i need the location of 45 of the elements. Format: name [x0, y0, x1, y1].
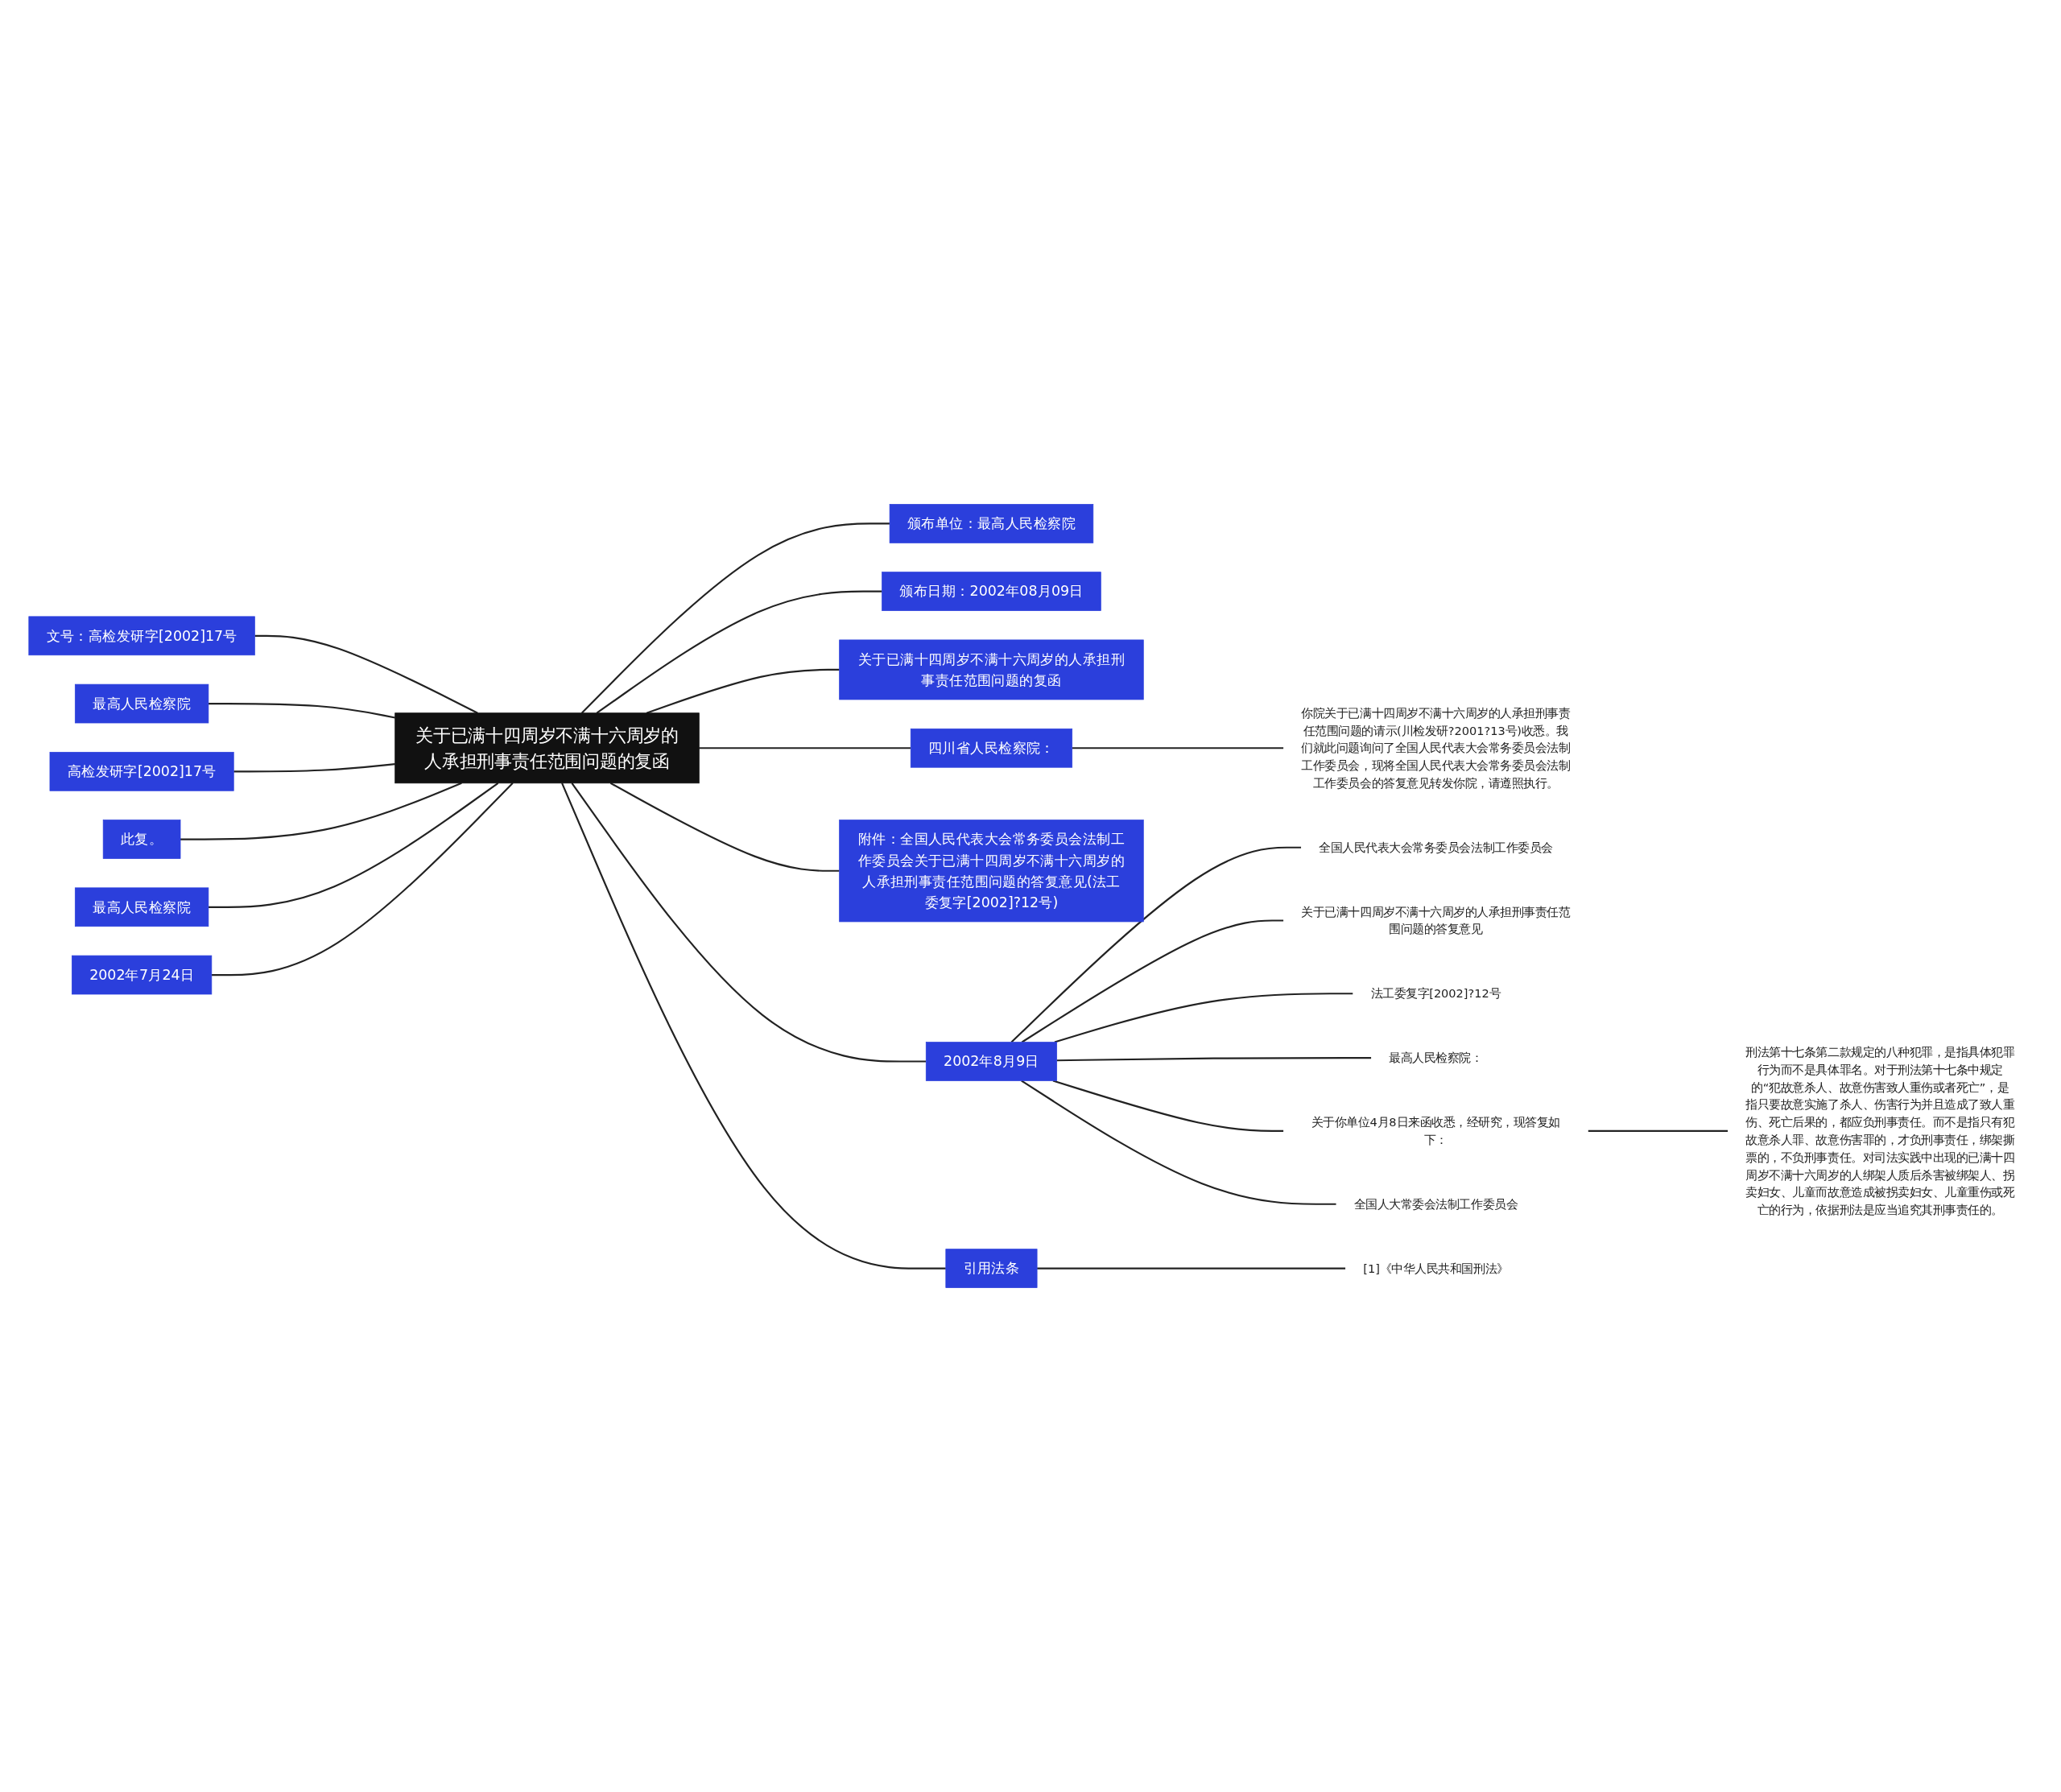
connector — [1056, 1057, 1372, 1062]
connector — [699, 747, 911, 749]
node-text: [1]《中华人民共和国刑法》 — [1363, 1261, 1509, 1276]
node-box: 高检发研字[2002]17号 — [49, 751, 234, 791]
connector — [1052, 1080, 1284, 1133]
node-box: 引用法条 — [945, 1249, 1038, 1288]
connector — [1021, 1080, 1336, 1205]
node-text: 刑法第十七条第二款规定的八种犯罪，是指具体犯罪行为而不是具体罪名。对于刑法第十七条中规定的“犯故意杀人、故意伤害致人重伤或者死亡”，是指只要故意实施了杀人、伤害行为并且造成了致人重伤、死亡后果的，都应负刑事责任。而不是指只有犯故意杀人罪、故意伤害罪的，才负刑事责任，绑架撕票的，不负刑事责任。对司法实践中出现的已满十四周岁不满十六周岁的人绑架人质后杀害被绑架人、拐卖妇女、儿童而故意造成被拐卖妇女、儿童重伤或死亡的行为，依据刑法是应当追究其刑事责任的。 — [1745, 1045, 2015, 1217]
node-box: 文号：高检发研字[2002]17号 — [28, 616, 255, 656]
connector — [233, 763, 395, 773]
node-text: 关于你单位4月8日来函收悉，经研究，现答复如下： — [1311, 1115, 1560, 1147]
node-box: 颁布日期：2002年08月09日 — [882, 572, 1101, 611]
connector — [180, 782, 462, 840]
connector — [609, 782, 840, 872]
node-text: 全国人大常委会法制工作委员会 — [1353, 1197, 1518, 1212]
node-text: 全国人民代表大会常务委员会法制工作委员会 — [1319, 840, 1553, 855]
connector — [1588, 1129, 1729, 1133]
node-box: 最高人民检察院 — [74, 887, 209, 927]
connector — [211, 782, 514, 977]
connector — [571, 782, 927, 1063]
node-text: 你院关于已满十四周岁不满十六周岁的人承担刑事责任范围问题的请示(川检发研?2001?13号)收悉。我们就此问题询问了全国人民代表大会常务委员会法制工作委员会，现将全国人民代表大会常务委员会法制工作委员会的答复意见转发你院，请遵照执行。 — [1301, 705, 1571, 791]
connector — [646, 668, 840, 714]
connector — [208, 782, 499, 908]
node-box: 2002年8月9日 — [925, 1042, 1058, 1081]
connector — [1054, 993, 1353, 1043]
connector — [1021, 919, 1284, 1043]
node-box: 此复。 — [102, 820, 181, 859]
node-box: 关于已满十四周岁不满十六周岁的人承担刑事责任范围问题的复函 — [839, 639, 1144, 700]
node-box: 四川省人民检察院： — [910, 728, 1073, 768]
connector — [580, 522, 890, 714]
node-box: 最高人民检察院 — [74, 683, 209, 724]
connector — [1010, 846, 1302, 1043]
connector — [1072, 747, 1284, 749]
connector — [596, 590, 882, 714]
connector — [561, 782, 946, 1270]
connector — [208, 702, 395, 719]
node-box: 颁布单位：最高人民检察院 — [889, 504, 1094, 543]
node-box: 附件：全国人民代表大会常务委员会法制工作委员会关于已满十四周岁不满十六周岁的人承担刑事责任范围问题的答复意见(法工委复字[2002]?12号) — [839, 820, 1144, 923]
node-text: 法工委复字[2002]?12号 — [1370, 986, 1501, 1001]
node-text: 最高人民检察院： — [1389, 1051, 1483, 1065]
node-box: 2002年7月24日 — [72, 955, 213, 995]
node-box: 关于已满十四周岁不满十六周岁的人承担刑事责任范围问题的复函 — [394, 712, 700, 784]
connector — [254, 634, 478, 714]
node-text: 关于已满十四周岁不满十六周岁的人承担刑事责任范围问题的答复意见 — [1301, 904, 1571, 937]
connector — [1037, 1267, 1346, 1270]
